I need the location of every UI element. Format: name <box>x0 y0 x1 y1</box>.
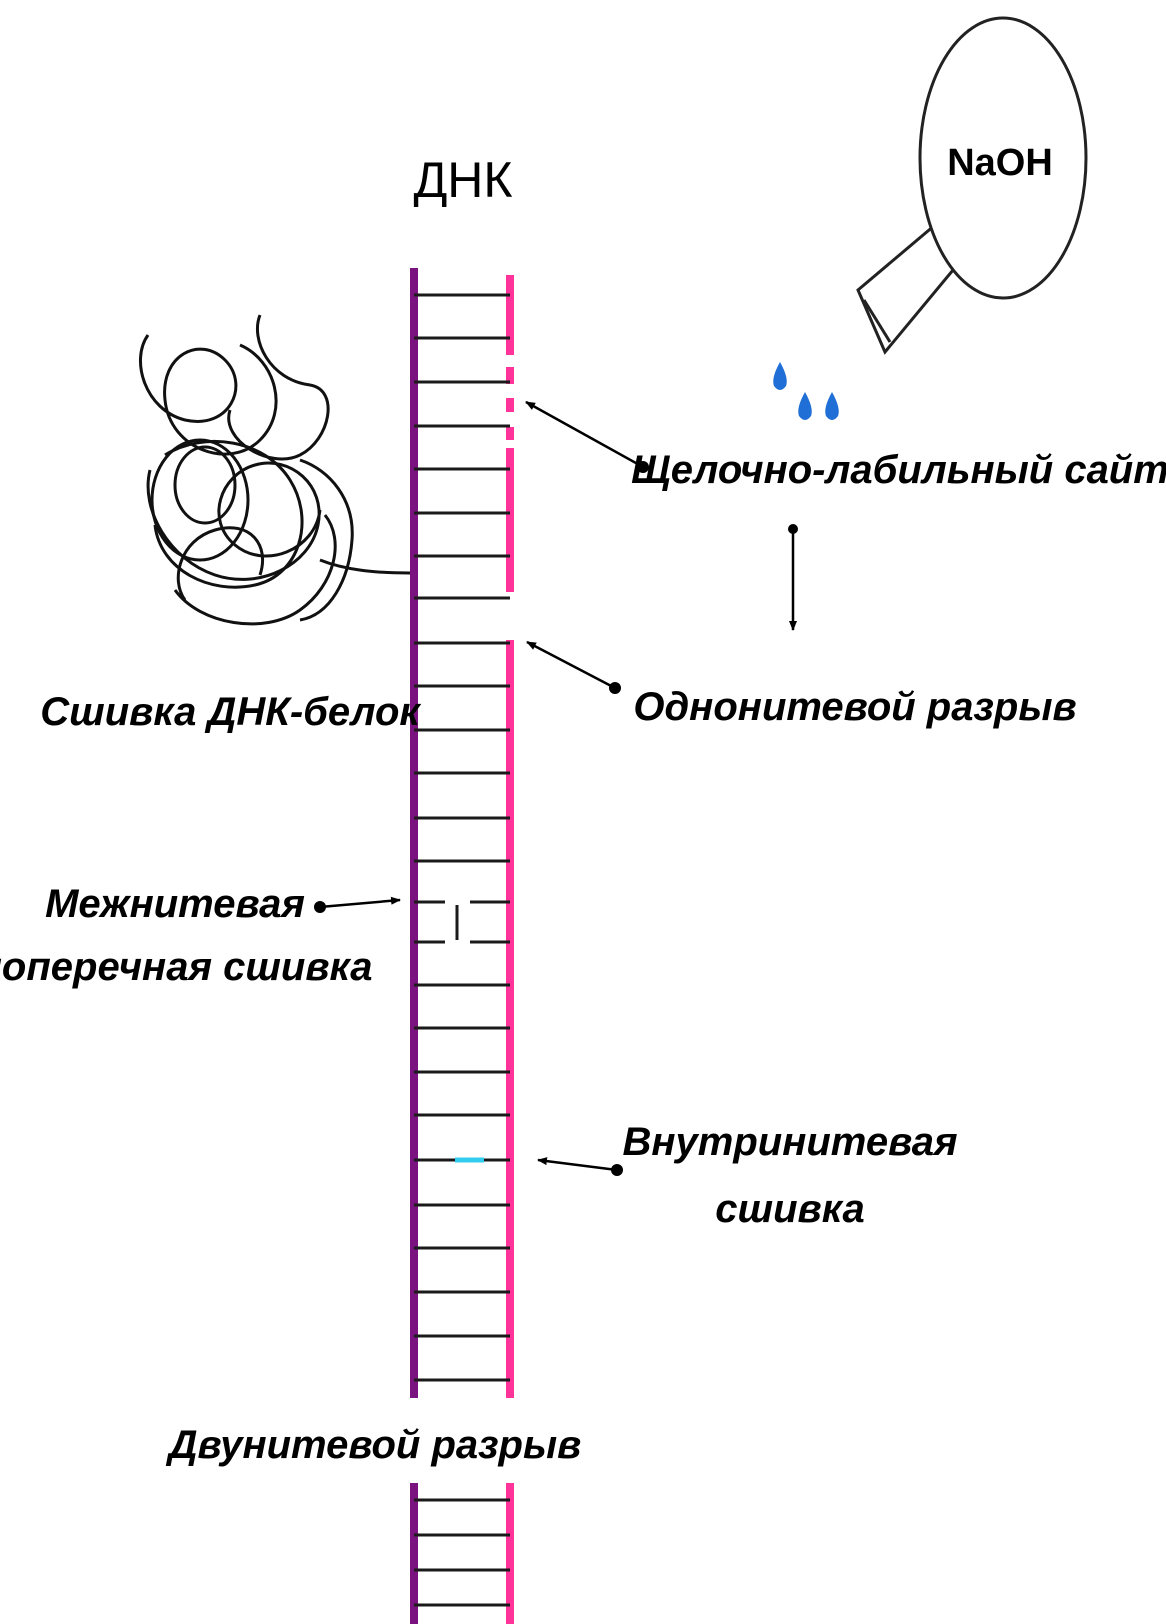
intrastrand-crosslink-arrow <box>538 1160 623 1176</box>
alkali-labile-site-label: Щелочно-лабильный сайт <box>631 448 1166 492</box>
intrastrand-crosslink-label-2: сшивка <box>715 1187 864 1231</box>
interstrand-crosslink-label-2: поперечная сшивка <box>0 945 373 989</box>
dna-title: ДНК <box>413 152 512 208</box>
double-strand-break-label: Двунитевой разрыв <box>166 1423 582 1467</box>
interstrand-crosslink-arrow <box>314 900 400 913</box>
pointer-arrows <box>314 402 798 1176</box>
interstrand-crosslink-label-1: Межнитевая <box>45 882 305 926</box>
water-drops-icon <box>773 362 839 420</box>
naoh-label: NaOH <box>947 142 1053 184</box>
naoh-flask-icon: NaOH <box>858 18 1086 352</box>
protein-coil-icon <box>140 315 410 624</box>
single-strand-break-arrow <box>527 642 621 694</box>
single-strand-break-label: Однонитевой разрыв <box>633 685 1076 729</box>
dna-protein-crosslink-label: Сшивка ДНК-белок <box>40 690 421 734</box>
alkali-to-break-arrow <box>788 524 798 630</box>
dna-ladder <box>414 268 510 1624</box>
intrastrand-crosslink-label-1: Внутринитевая <box>622 1120 957 1164</box>
